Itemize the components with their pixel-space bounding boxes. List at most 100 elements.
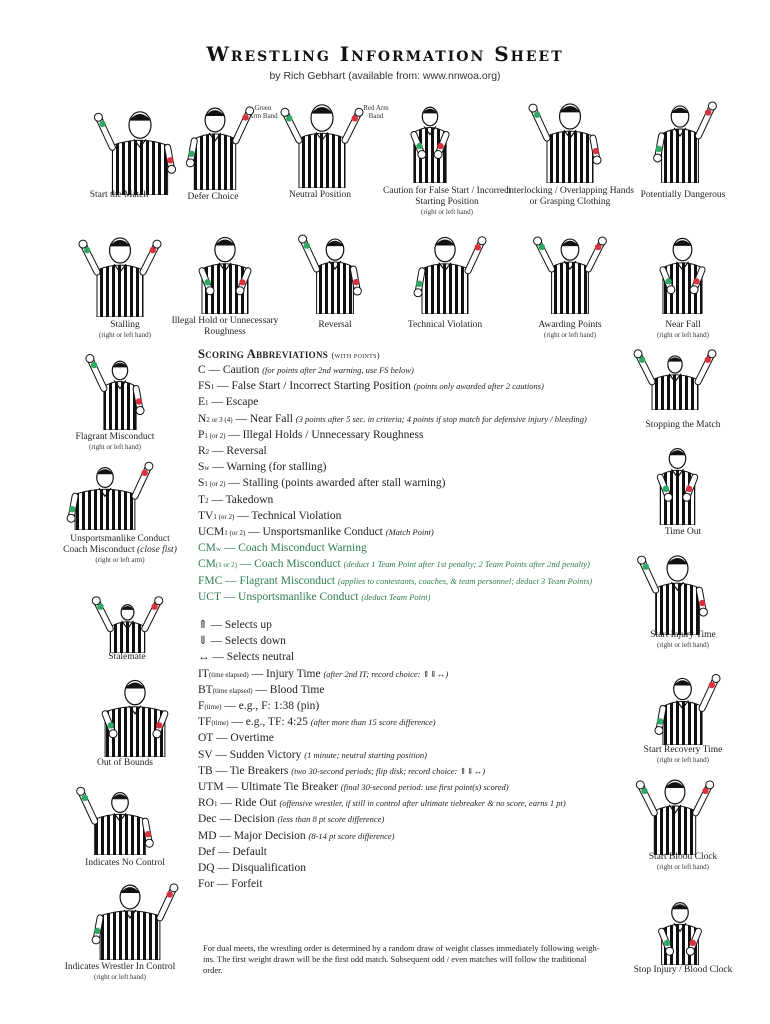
referee-figure — [65, 780, 175, 855]
referee-figure — [80, 95, 200, 195]
signal-caption: Start the Match — [64, 190, 174, 201]
choice-code: MD — [198, 829, 217, 842]
score-code: S — [198, 461, 205, 474]
signal-label: Start the Match — [89, 190, 149, 200]
signal-caption: Indicates Wrestler In Control(right or l… — [55, 962, 185, 982]
score-code: C — [198, 364, 206, 376]
score-code: FS — [198, 380, 211, 393]
referee-figure — [85, 345, 155, 430]
choice-pts: (time) — [204, 703, 222, 712]
score-line: Sw — Warning (for stalling) — [198, 460, 638, 476]
byline: by Rich Gebhart (available from: www.nnw… — [269, 70, 501, 82]
signal-label: Interlocking / Overlapping Hands or Gras… — [506, 186, 634, 207]
choice-code: Def — [198, 845, 216, 858]
score-text: — Coach Misconduct Warning — [223, 542, 367, 555]
choice-text: — e.g., F: 1:38 (pin) — [224, 700, 320, 713]
choice-line: DQ — Disqualification — [198, 861, 638, 877]
choice-note: (1 minute; neutral starting position) — [304, 749, 428, 760]
referee-figure — [90, 595, 165, 653]
choice-text: — Decision — [219, 813, 275, 826]
signal-label: Time Out — [664, 527, 702, 537]
score-code: S — [198, 477, 205, 490]
signal-label: Stalemate — [108, 652, 146, 662]
choice-pts: (time elapsed) — [212, 686, 253, 695]
score-line: TV1 (or 2) — Technical Violation — [198, 509, 638, 525]
choice-line: TB — Tie Breakers (two 30-second periods… — [198, 764, 638, 780]
score-code: T — [198, 493, 206, 506]
signal-label: Potentially Dangerous — [640, 190, 726, 200]
score-pts: 2 or 3 (4) — [206, 415, 233, 424]
referee-figure — [530, 222, 610, 314]
score-line: S1 (or 2) — Stalling (points awarded aft… — [198, 476, 638, 492]
signal-label-2: Coach Misconduct (close fist) — [63, 545, 177, 555]
choice-code: UTM — [198, 781, 224, 794]
choice-note: (offensive wrestler, if still in control… — [279, 798, 566, 809]
score-text: — False Start / Incorrect Starting Posit… — [217, 380, 411, 393]
score-line: R2 — Reversal — [198, 444, 638, 460]
signal-caption: Illegal Hold or Unnecessary Roughness — [165, 316, 285, 338]
signal-caption: Stalemate — [72, 652, 182, 663]
signal-label: Start Injury Time — [650, 630, 716, 640]
score-note: (3 points after 5 sec. in criteria; 4 po… — [295, 413, 587, 424]
choice-code: TB — [198, 764, 213, 777]
signal-caption: Time Out — [628, 527, 738, 538]
score-note: (deduct Team Point) — [361, 591, 431, 602]
choice-line: IT(time elapsed) — Injury Time (after 2n… — [198, 667, 638, 683]
score-pts: 1 (or 2) — [224, 529, 246, 538]
signal-label: Start Blood Clock — [648, 852, 718, 862]
score-line: CMw — Coach Misconduct Warning — [198, 541, 638, 557]
choice-note: (8-14 pt score difference) — [308, 830, 395, 841]
signal-caption: Stopping the Match — [628, 420, 738, 431]
score-text: — Technical Violation — [237, 509, 342, 522]
referee-figure — [630, 765, 720, 855]
referee-figure — [625, 345, 725, 410]
referee-figure — [295, 222, 375, 314]
score-line: C — Caution (for points after 2nd warnin… — [198, 363, 638, 379]
score-line: N2 or 3 (4) — Near Fall (3 points after … — [198, 412, 638, 428]
referee-figure — [395, 88, 465, 183]
referee-figure — [395, 222, 495, 314]
score-text: — Warning (for stalling) — [212, 461, 327, 474]
choice-text: — Blood Time — [255, 683, 325, 696]
score-text: — Illegal Holds / Unnecessary Roughness — [228, 428, 424, 441]
score-code: P — [198, 428, 205, 441]
choice-note: (final 30-second period: use first point… — [340, 782, 509, 793]
signal-sub: (right or left hand) — [657, 331, 709, 339]
choice-line: TF(time) — e.g., TF: 4:25 (after more th… — [198, 715, 638, 731]
choice-text: — Ultimate Tie Breaker — [226, 781, 338, 794]
signal-caption: Flagrant Misconduct(right or left hand) — [60, 432, 170, 452]
choice-line: For — Forfeit — [198, 877, 638, 893]
score-code: UCM — [198, 526, 225, 539]
score-line: FMC — Flagrant Misconduct (applies to co… — [198, 574, 638, 590]
choice-line: ⇓ — Selects down — [198, 634, 638, 650]
score-pts: 1 (or 2) — [213, 512, 235, 521]
scoring-heading: Scoring Abbreviations (with points) — [198, 347, 380, 361]
score-line: P1 (or 2) — Illegal Holds / Unnecessary … — [198, 428, 638, 444]
signal-caption: Out of Bounds — [70, 758, 180, 769]
signal-label: Technical Violation — [407, 320, 483, 330]
choice-line: UTM — Ultimate Tie Breaker (final 30-sec… — [198, 780, 638, 796]
choice-code: For — [198, 878, 214, 891]
signal-caption: Caution for False Start / Incorrect Star… — [382, 186, 512, 217]
choice-line: BT(time elapsed) — Blood Time — [198, 683, 638, 699]
signal-sub: (right or left hand) — [657, 863, 709, 871]
score-code: R — [198, 445, 206, 458]
signal-label: Indicates No Control — [85, 858, 165, 868]
choice-text: — e.g., TF: 4:25 — [231, 716, 308, 729]
choice-text: — Tie Breakers — [215, 764, 289, 777]
choice-code: F — [198, 700, 205, 713]
score-pts: (1 or 2) — [215, 561, 237, 570]
referee-figure — [520, 88, 620, 183]
referee-figure — [640, 222, 725, 314]
signal-label: Awarding Points — [538, 320, 602, 330]
choice-line: Def — Default — [198, 845, 638, 861]
signal-label: Neutral Position — [288, 190, 351, 200]
choice-text: — Forfeit — [216, 878, 263, 891]
score-note: (for points after 2nd warning, use FS be… — [262, 365, 414, 375]
choice-code: Dec — [198, 813, 217, 826]
choice-text: — Ride Out — [220, 797, 277, 810]
score-line: FS1 — False Start / Incorrect Starting P… — [198, 379, 638, 395]
choice-line: F(time) — e.g., F: 1:38 (pin) — [198, 699, 638, 715]
score-code: TV — [198, 509, 214, 522]
score-text: — Caution — [208, 364, 260, 376]
